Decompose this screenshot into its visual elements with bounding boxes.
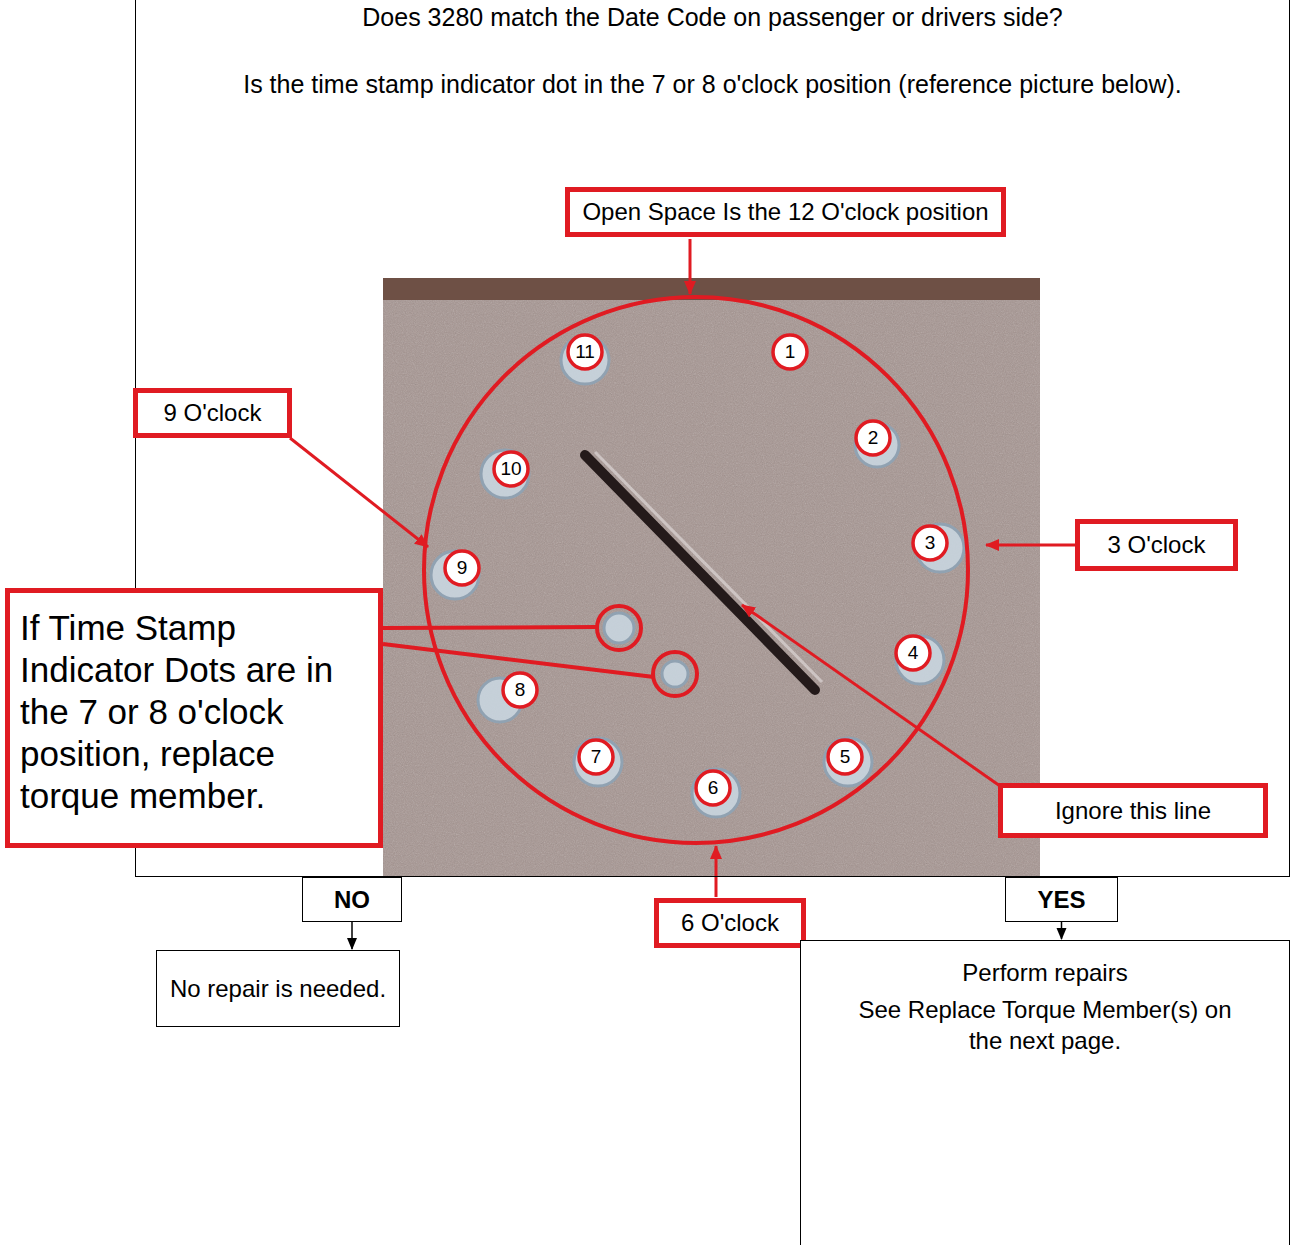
clock-number: 10 xyxy=(492,450,530,488)
callout-number: 9 xyxy=(443,549,481,587)
clock-number: 9 xyxy=(443,549,481,587)
clock-circle xyxy=(424,297,968,843)
callout-label-box: 6 O'clock xyxy=(654,898,806,948)
question-text: Does 3280 match the Date Code on passeng… xyxy=(136,0,1289,33)
action-heading: Perform repairs xyxy=(841,957,1249,988)
callout-number: 11 xyxy=(566,333,604,371)
callout-label-box: 9 O'clock xyxy=(133,388,292,438)
clock-number: 1 xyxy=(771,333,809,371)
scribed-line-highlight xyxy=(595,452,822,682)
clock-number: 5 xyxy=(826,738,864,776)
scribed-line xyxy=(585,455,815,690)
clock-number: 11 xyxy=(566,333,604,371)
clock-number: 8 xyxy=(501,671,539,709)
callout-number: 4 xyxy=(894,634,932,672)
instruction-note: If Time Stamp Indicator Dots are in the … xyxy=(20,607,366,817)
callout-label-box: Open Space Is the 12 O'clock position xyxy=(565,187,1006,237)
decision-box: YES xyxy=(1005,877,1118,922)
callout-number: 10 xyxy=(492,450,530,488)
flow-arrow xyxy=(351,922,353,949)
action-reference: See Replace Torque Member(s) on the next… xyxy=(841,994,1249,1056)
instruction-text: Is the time stamp indicator dot in the 7… xyxy=(136,69,1289,100)
clock-number: 3 xyxy=(911,524,949,562)
instruction-callout: If Time Stamp Indicator Dots are in the … xyxy=(5,588,383,848)
callout-number: 2 xyxy=(854,419,892,457)
bracket-photo xyxy=(383,278,1040,876)
position-label: 9 O'clock xyxy=(164,399,262,427)
position-label: Open Space Is the 12 O'clock position xyxy=(582,198,988,226)
decision-text: YES xyxy=(1037,886,1085,914)
action-box: Perform repairsSee Replace Torque Member… xyxy=(800,940,1290,1245)
position-label: Ignore this line xyxy=(1055,797,1211,825)
position-label: 6 O'clock xyxy=(681,909,779,937)
callout-number: 6 xyxy=(694,769,732,807)
position-label: 3 O'clock xyxy=(1108,531,1206,559)
callout-number: 1 xyxy=(771,333,809,371)
metal-surface xyxy=(383,278,1040,876)
callout-number: 3 xyxy=(911,524,949,562)
washer-dots xyxy=(431,336,964,817)
callout-label-box: 3 O'clock xyxy=(1075,519,1238,571)
clock-number: 2 xyxy=(854,419,892,457)
callout-number: 5 xyxy=(826,738,864,776)
flow-arrow xyxy=(1061,922,1063,939)
decision-text: No repair is needed. xyxy=(170,975,386,1003)
indicator-ring xyxy=(597,606,641,650)
decision-box: No repair is needed. xyxy=(156,950,400,1027)
decision-text: NO xyxy=(334,886,370,914)
callout-number: 8 xyxy=(501,671,539,709)
metal-texture xyxy=(383,278,1040,876)
clock-number: 7 xyxy=(577,738,615,776)
decision-box: NO xyxy=(302,877,402,922)
callout-number: 7 xyxy=(577,738,615,776)
callout-pointer xyxy=(383,627,654,677)
indicator-ring xyxy=(653,652,697,696)
clock-number: 6 xyxy=(694,769,732,807)
callout-label-box: Ignore this line xyxy=(998,783,1268,838)
clock-number: 4 xyxy=(894,634,932,672)
leader-lines xyxy=(290,239,1075,897)
